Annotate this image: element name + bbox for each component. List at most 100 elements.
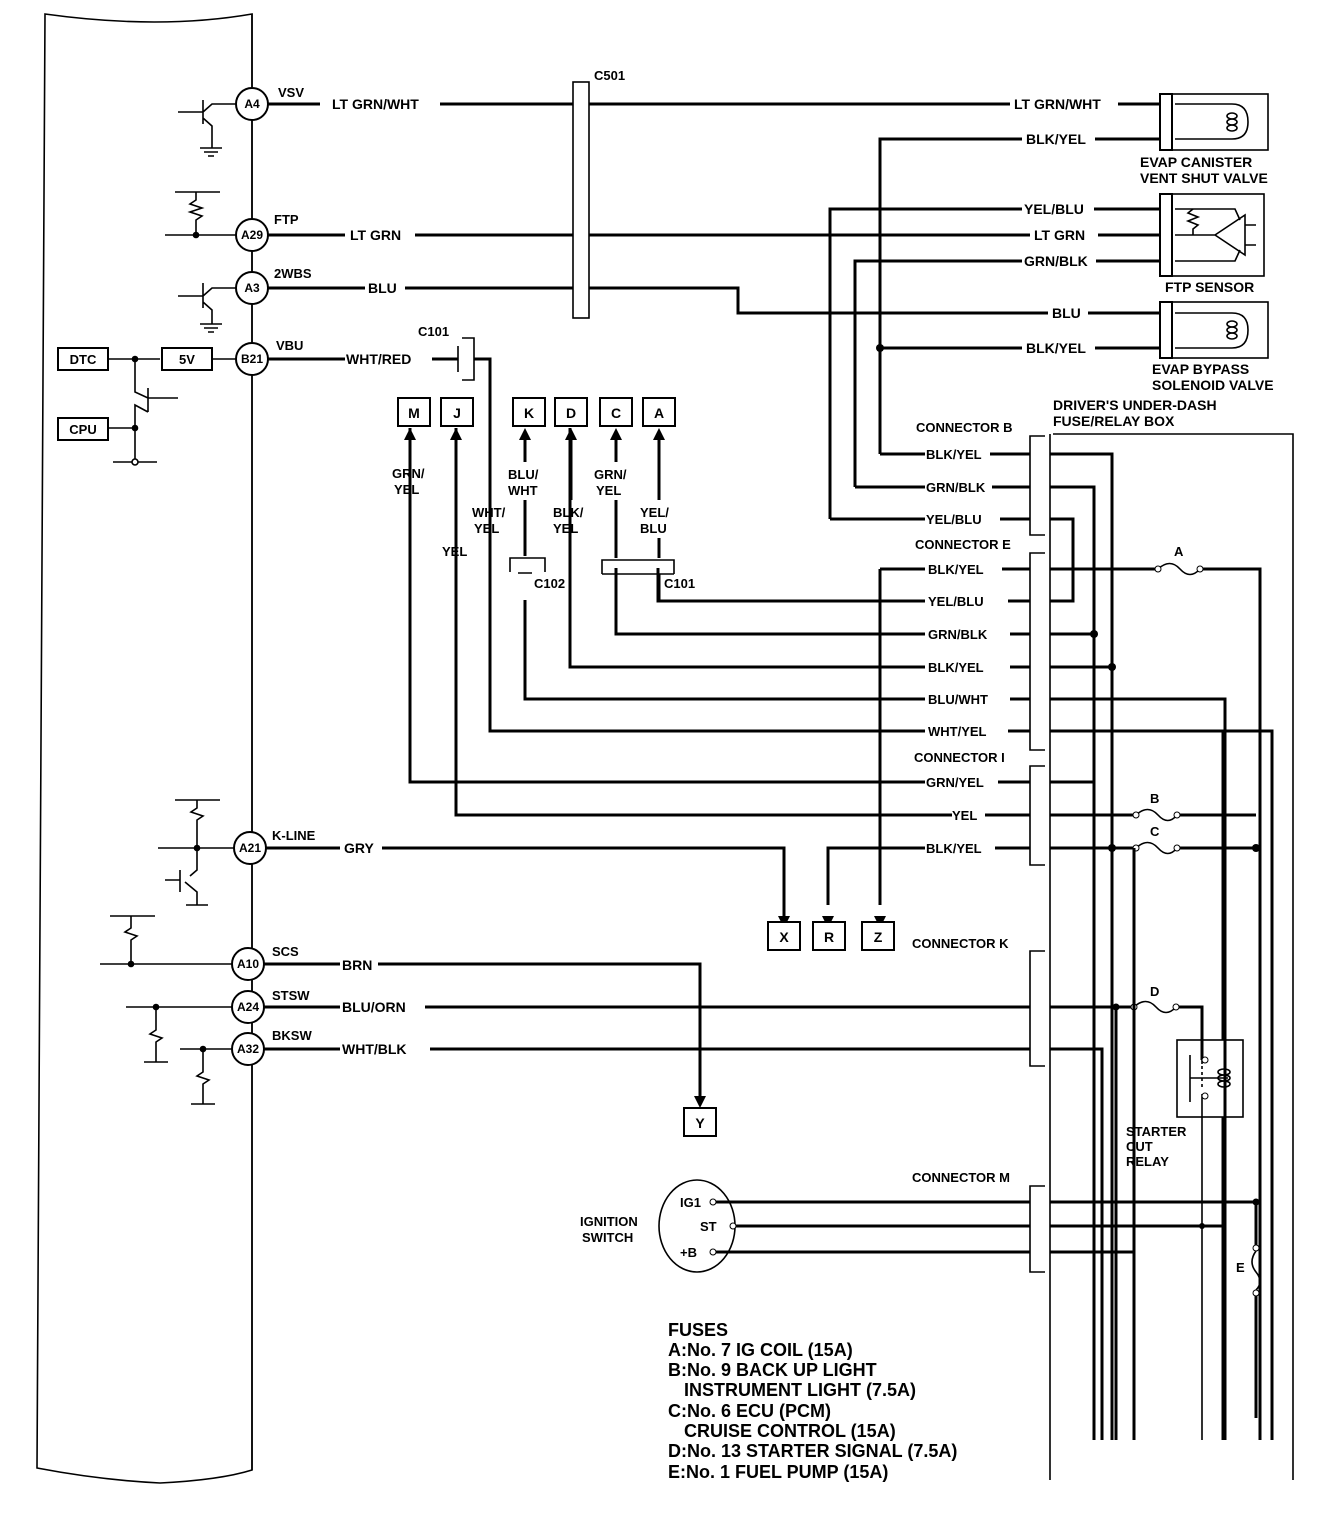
- ecu-pin-A32: A32 BKSW: [231, 1028, 312, 1066]
- svg-text:WHT/: WHT/: [472, 505, 506, 520]
- svg-text:C101: C101: [664, 576, 695, 591]
- ecu-pin-B21: B21 VBU: [235, 338, 303, 376]
- ecu-pin-A29: A29 FTP: [235, 212, 299, 252]
- svg-text:LT GRN: LT GRN: [350, 227, 401, 243]
- svg-text:D:No. 13 STARTER SIGNAL (7.5A): D:No. 13 STARTER SIGNAL (7.5A): [668, 1441, 957, 1461]
- svg-text:GRN/: GRN/: [392, 466, 425, 481]
- fuse-e: E: [1236, 1202, 1261, 1418]
- ecu-pin-A10: A10 SCS: [231, 944, 299, 981]
- svg-text:DRIVER'S UNDER-DASH: DRIVER'S UNDER-DASH: [1053, 397, 1217, 413]
- svg-text:SCS: SCS: [272, 944, 299, 959]
- svg-text:D: D: [1150, 984, 1159, 999]
- connector-k: CONNECTOR K: [912, 936, 1045, 1067]
- connector-c102: C102: [509, 557, 565, 591]
- ecu-pin-A21: A21 K-LINE: [233, 828, 316, 865]
- svg-text:A:No. 7 IG COIL (15A): A:No. 7 IG COIL (15A): [668, 1340, 853, 1360]
- svg-text:SOLENOID VALVE: SOLENOID VALVE: [1152, 377, 1274, 393]
- svg-text:A: A: [654, 405, 664, 421]
- ref-box-y: Y: [683, 1107, 717, 1137]
- svg-text:FUSE/RELAY BOX: FUSE/RELAY BOX: [1053, 413, 1175, 429]
- svg-text:IGNITION: IGNITION: [580, 1214, 638, 1229]
- svg-text:C101: C101: [418, 324, 449, 339]
- svg-text:WHT: WHT: [508, 483, 538, 498]
- svg-text:YEL/: YEL/: [640, 505, 669, 520]
- svg-text:YEL: YEL: [394, 482, 419, 497]
- svg-text:BKSW: BKSW: [272, 1028, 312, 1043]
- svg-text:C:No. 6 ECU (PCM): C:No. 6 ECU (PCM): [668, 1401, 831, 1421]
- svg-text:BLK/YEL: BLK/YEL: [926, 841, 982, 856]
- svg-text:YEL/BLU: YEL/BLU: [928, 594, 984, 609]
- ref-box-k: K BLU/ WHT: [508, 397, 546, 556]
- ref-box-j: J YEL: [440, 397, 474, 559]
- svg-text:STSW: STSW: [272, 988, 310, 1003]
- ecu-pin-A3: A3 2WBS: [235, 266, 312, 305]
- svg-text:BRN: BRN: [342, 957, 372, 973]
- svg-text:EVAP CANISTER: EVAP CANISTER: [1140, 154, 1252, 170]
- svg-text:ST: ST: [700, 1219, 717, 1234]
- svg-text:INSTRUMENT LIGHT (7.5A): INSTRUMENT LIGHT (7.5A): [684, 1380, 916, 1400]
- svg-text:CPU: CPU: [69, 422, 96, 437]
- svg-text:C501: C501: [594, 68, 625, 83]
- svg-text:CRUISE CONTROL (15A): CRUISE CONTROL (15A): [684, 1421, 896, 1441]
- svg-text:GRN/BLK: GRN/BLK: [928, 627, 988, 642]
- connector-e: CONNECTOR E BLK/YEL YEL/BLU GRN/BLK BLK/…: [488, 428, 1274, 1440]
- svg-text:YEL/BLU: YEL/BLU: [1024, 201, 1084, 217]
- wire-grn-blk-ftp: GRN/BLK: [853, 253, 1160, 487]
- svg-text:C: C: [1150, 824, 1160, 839]
- wire-gry: GRY: [266, 840, 790, 928]
- svg-text:GRN/: GRN/: [594, 467, 627, 482]
- svg-text:YEL: YEL: [952, 808, 977, 823]
- svg-text:YEL: YEL: [553, 521, 578, 536]
- svg-text:E:No. 1 FUEL PUMP (15A): E:No. 1 FUEL PUMP (15A): [668, 1462, 888, 1482]
- svg-text:GRN/YEL: GRN/YEL: [926, 775, 984, 790]
- svg-text:E: E: [1236, 1260, 1245, 1275]
- dtc-block: DTC: [57, 347, 109, 371]
- svg-text:CONNECTOR I: CONNECTOR I: [914, 750, 1005, 765]
- svg-text:RELAY: RELAY: [1126, 1154, 1169, 1169]
- fuse-a: A: [1154, 544, 1262, 1440]
- svg-text:BLU: BLU: [1052, 305, 1081, 321]
- svg-text:A29: A29: [241, 228, 263, 242]
- svg-text:YEL: YEL: [596, 483, 621, 498]
- wire-yel-blu-ftp: YEL/BLU: [828, 201, 1160, 519]
- wht-yel-vertical-label: WHT/ YEL: [472, 505, 506, 536]
- ecu-outline: [36, 13, 253, 1484]
- fuse-d: D: [1130, 984, 1204, 1060]
- svg-text:A32: A32: [237, 1042, 259, 1056]
- svg-text:BLK/YEL: BLK/YEL: [928, 660, 984, 675]
- svg-text:R: R: [824, 929, 834, 945]
- svg-text:DTC: DTC: [70, 352, 97, 367]
- svg-text:VSV: VSV: [278, 85, 304, 100]
- svg-text:A: A: [1174, 544, 1184, 559]
- ref-box-x: X: [767, 921, 801, 951]
- fuse-c: C: [1132, 824, 1260, 855]
- ref-box-a: A YEL/ BLU: [640, 397, 676, 558]
- svg-text:C: C: [611, 405, 621, 421]
- evap-bypass-solenoid-valve: EVAP BYPASS SOLENOID VALVE: [1152, 301, 1274, 393]
- evap-canister-vent-shut-valve: EVAP CANISTER VENT SHUT VALVE: [1140, 93, 1269, 186]
- svg-text:B: B: [1150, 791, 1159, 806]
- svg-text:D: D: [566, 405, 576, 421]
- svg-text:5V: 5V: [179, 352, 195, 367]
- svg-text:K-LINE: K-LINE: [272, 828, 316, 843]
- svg-text:WHT/RED: WHT/RED: [346, 351, 411, 367]
- wire-blk-yel-evap-bypass: BLK/YEL: [876, 340, 1160, 356]
- wire-blu: BLU BLU: [268, 280, 1160, 321]
- svg-text:A10: A10: [237, 957, 259, 971]
- connector-c101-top: C101: [418, 324, 492, 730]
- wire-lt-grn: LT GRN LT GRN: [268, 227, 1160, 243]
- fuse-b: B: [1108, 791, 1256, 852]
- svg-text:A24: A24: [237, 1000, 259, 1014]
- svg-text:LT GRN/WHT: LT GRN/WHT: [332, 96, 419, 112]
- svg-text:SWITCH: SWITCH: [582, 1230, 633, 1245]
- svg-text:VBU: VBU: [276, 338, 303, 353]
- svg-text:BLK/YEL: BLK/YEL: [926, 447, 982, 462]
- svg-text:K: K: [524, 405, 534, 421]
- svg-text:Z: Z: [874, 929, 883, 945]
- svg-text:IG1: IG1: [680, 1195, 701, 1210]
- ecu-pin-A4: A4 VSV: [235, 85, 304, 121]
- svg-text:YEL: YEL: [474, 521, 499, 536]
- svg-text:BLU/: BLU/: [508, 467, 539, 482]
- svg-text:FTP: FTP: [274, 212, 299, 227]
